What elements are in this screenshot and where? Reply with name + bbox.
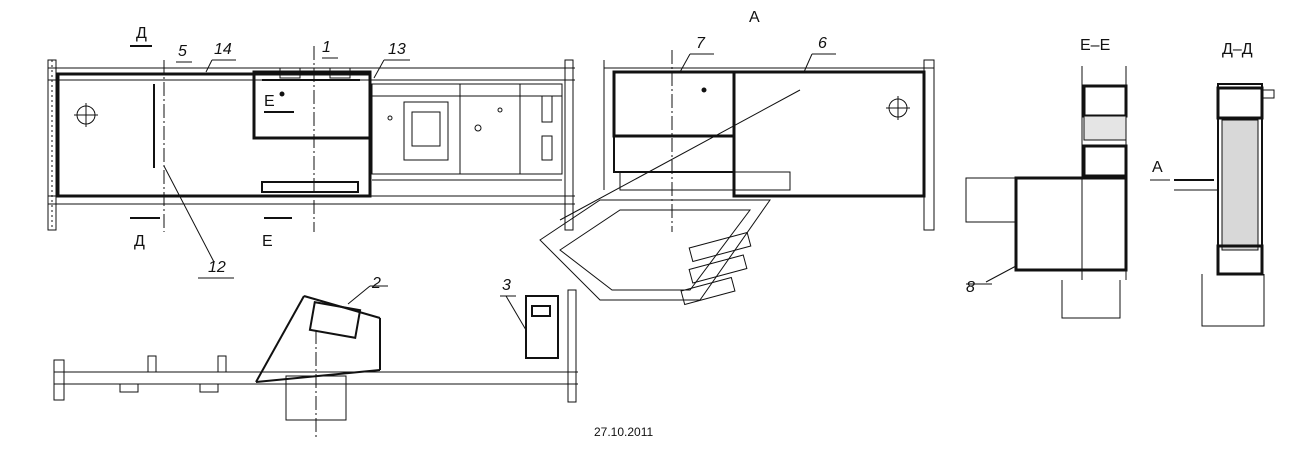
view-title-a: А xyxy=(749,9,760,26)
section-label-dd: Д–Д xyxy=(1222,41,1253,58)
drawing-date: 27.10.2011 xyxy=(594,425,654,439)
callout-2: 2 xyxy=(372,275,381,292)
lower-assembly xyxy=(53,285,578,438)
callout-5: 5 xyxy=(178,43,187,60)
callout-3: 3 xyxy=(502,277,511,294)
section-label-ee: Е–Е xyxy=(1080,37,1111,54)
callout-14: 14 xyxy=(214,41,232,58)
callout-7: 7 xyxy=(696,35,705,52)
callout-13: 13 xyxy=(388,41,406,58)
callout-6: 6 xyxy=(818,35,827,52)
callout-8: 8 xyxy=(966,279,975,296)
callout-12: 12 xyxy=(208,259,226,276)
main-front-view xyxy=(47,45,575,279)
cut-mark-e-bottom: Е xyxy=(262,233,273,250)
cut-mark-a-arrow: А xyxy=(1152,159,1163,176)
section-ee xyxy=(965,66,1128,319)
view-a xyxy=(539,50,935,306)
cut-mark-d-top: Д xyxy=(136,25,147,42)
section-dd xyxy=(1150,83,1275,327)
cut-mark-e-side: Е xyxy=(264,93,275,110)
callout-1: 1 xyxy=(322,39,331,56)
cut-mark-d-bottom: Д xyxy=(134,233,145,250)
